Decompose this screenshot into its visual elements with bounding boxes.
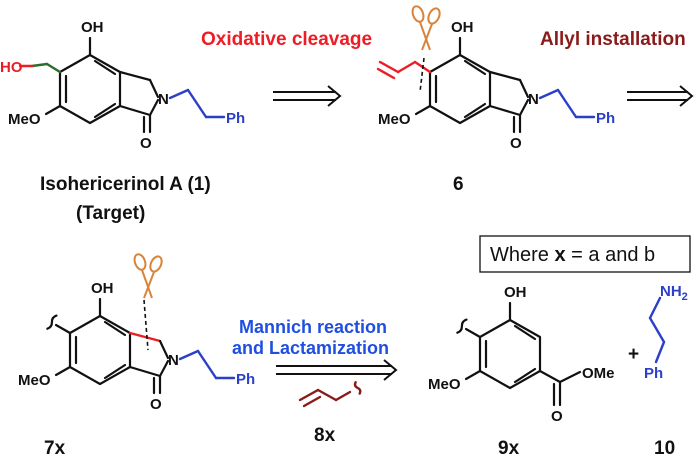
atom-o-6: O bbox=[510, 135, 522, 152]
where-box-text: Where x = a and b bbox=[490, 244, 655, 266]
atom-n: N bbox=[158, 91, 169, 108]
molecule-9x: OH MeO O OMe bbox=[428, 284, 615, 425]
atom-n-6: N bbox=[528, 91, 539, 108]
where-box: Where x = a and b bbox=[479, 235, 691, 273]
molecule-7x: OH MeO N O Ph bbox=[18, 280, 255, 413]
atom-o-7x: O bbox=[150, 396, 162, 413]
atom-ph-6: Ph bbox=[596, 110, 615, 127]
atom-oh-9x: OH bbox=[504, 284, 527, 301]
caption-target-note: (Target) bbox=[76, 203, 145, 224]
atom-ph-7x: Ph bbox=[236, 371, 255, 388]
atom-ome-9x: OMe bbox=[582, 365, 615, 382]
atom-nh2: NH2 bbox=[660, 283, 688, 303]
heading-allyl-installation: Allyl installation bbox=[540, 29, 686, 50]
retro-arrow-icon bbox=[627, 85, 694, 107]
atom-meo-7x: MeO bbox=[18, 372, 51, 389]
scissors-icon bbox=[133, 253, 163, 299]
caption-7x: 7x bbox=[44, 438, 66, 458]
scissors-icon bbox=[411, 5, 441, 51]
atom-meo: MeO bbox=[8, 111, 41, 128]
caption-10: 10 bbox=[654, 438, 675, 458]
atom-o: O bbox=[140, 135, 152, 152]
atom-n-7x: N bbox=[168, 352, 179, 369]
molecule-10: NH2 Ph bbox=[644, 283, 688, 382]
atom-oh-6: OH bbox=[451, 19, 474, 36]
retro-arrow-icon bbox=[273, 85, 342, 107]
atom-ho: HO bbox=[0, 59, 23, 76]
molecule-isohericerinol-a: OH HO MeO N O Ph bbox=[0, 19, 245, 152]
heading-mannich-line2: and Lactamization bbox=[232, 338, 389, 358]
atom-meo-9x: MeO bbox=[428, 376, 461, 393]
atom-oh: OH bbox=[81, 19, 104, 36]
caption-8x: 8x bbox=[314, 425, 336, 446]
atom-o-9x: O bbox=[551, 408, 563, 425]
caption-target-name: Isohericerinol A (1) bbox=[40, 174, 211, 195]
retro-arrow-icon bbox=[276, 359, 398, 381]
plus-sign: + bbox=[628, 344, 639, 365]
atom-oh-7x: OH bbox=[91, 280, 114, 297]
caption-6: 6 bbox=[453, 174, 464, 195]
heading-mannich-line1: Mannich reaction bbox=[239, 317, 387, 337]
caption-9x: 9x bbox=[498, 438, 520, 458]
molecule-6: OH MeO N O Ph bbox=[376, 19, 615, 152]
reagent-8x bbox=[298, 381, 362, 408]
atom-ph: Ph bbox=[226, 110, 245, 127]
atom-ph-10: Ph bbox=[644, 365, 663, 382]
atom-meo-6: MeO bbox=[378, 111, 411, 128]
heading-oxidative-cleavage: Oxidative cleavage bbox=[201, 29, 372, 50]
